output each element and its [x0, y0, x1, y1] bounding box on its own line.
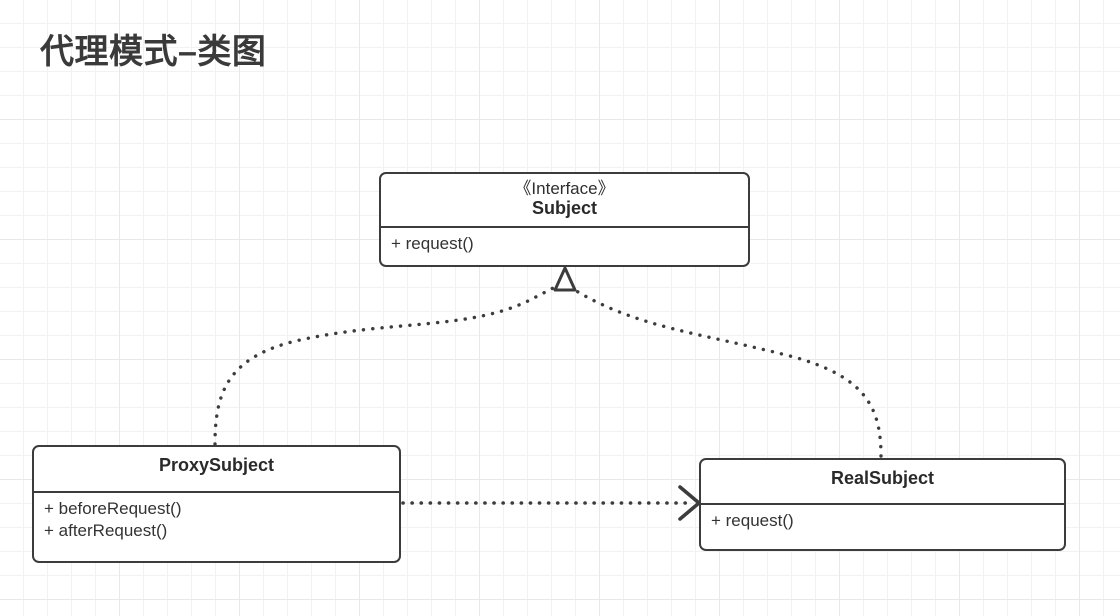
class-member: + afterRequest() [44, 521, 168, 541]
class-divider-subject [381, 226, 748, 228]
class-box-realsubject[interactable]: RealSubject + request() [699, 458, 1066, 551]
class-members-realsubject: + request() [701, 505, 1064, 549]
dependency-arrowhead-icon [678, 485, 701, 521]
realization-line-real-subject [570, 285, 883, 458]
page-title: 代理模式–类图 [40, 33, 267, 71]
class-members-subject: + request() [381, 228, 748, 265]
class-header-realsubject: RealSubject [701, 460, 1064, 503]
class-name-realsubject: RealSubject [830, 468, 935, 488]
class-box-proxysubject[interactable]: ProxySubject + beforeRequest() + afterRe… [32, 445, 401, 563]
realization-arrowhead-icon [553, 266, 577, 292]
class-member: + request() [391, 234, 474, 253]
class-members-proxysubject: + beforeRequest() + afterRequest() [34, 493, 399, 561]
class-name-proxysubject: ProxySubject [158, 455, 275, 475]
class-box-subject[interactable]: 《Interface》 Subject + request() [379, 172, 750, 267]
class-member: + request() [711, 511, 794, 530]
class-divider-realsubject [701, 503, 1064, 505]
class-divider-proxysubject [34, 491, 399, 493]
class-stereotype-subject: 《Interface》 [514, 179, 615, 198]
realization-line-proxy-subject [213, 284, 559, 446]
class-header-proxysubject: ProxySubject [34, 447, 399, 491]
class-header-subject: 《Interface》 Subject [381, 174, 748, 226]
class-name-subject: Subject [531, 198, 597, 219]
class-member: + beforeRequest() [44, 499, 182, 518]
